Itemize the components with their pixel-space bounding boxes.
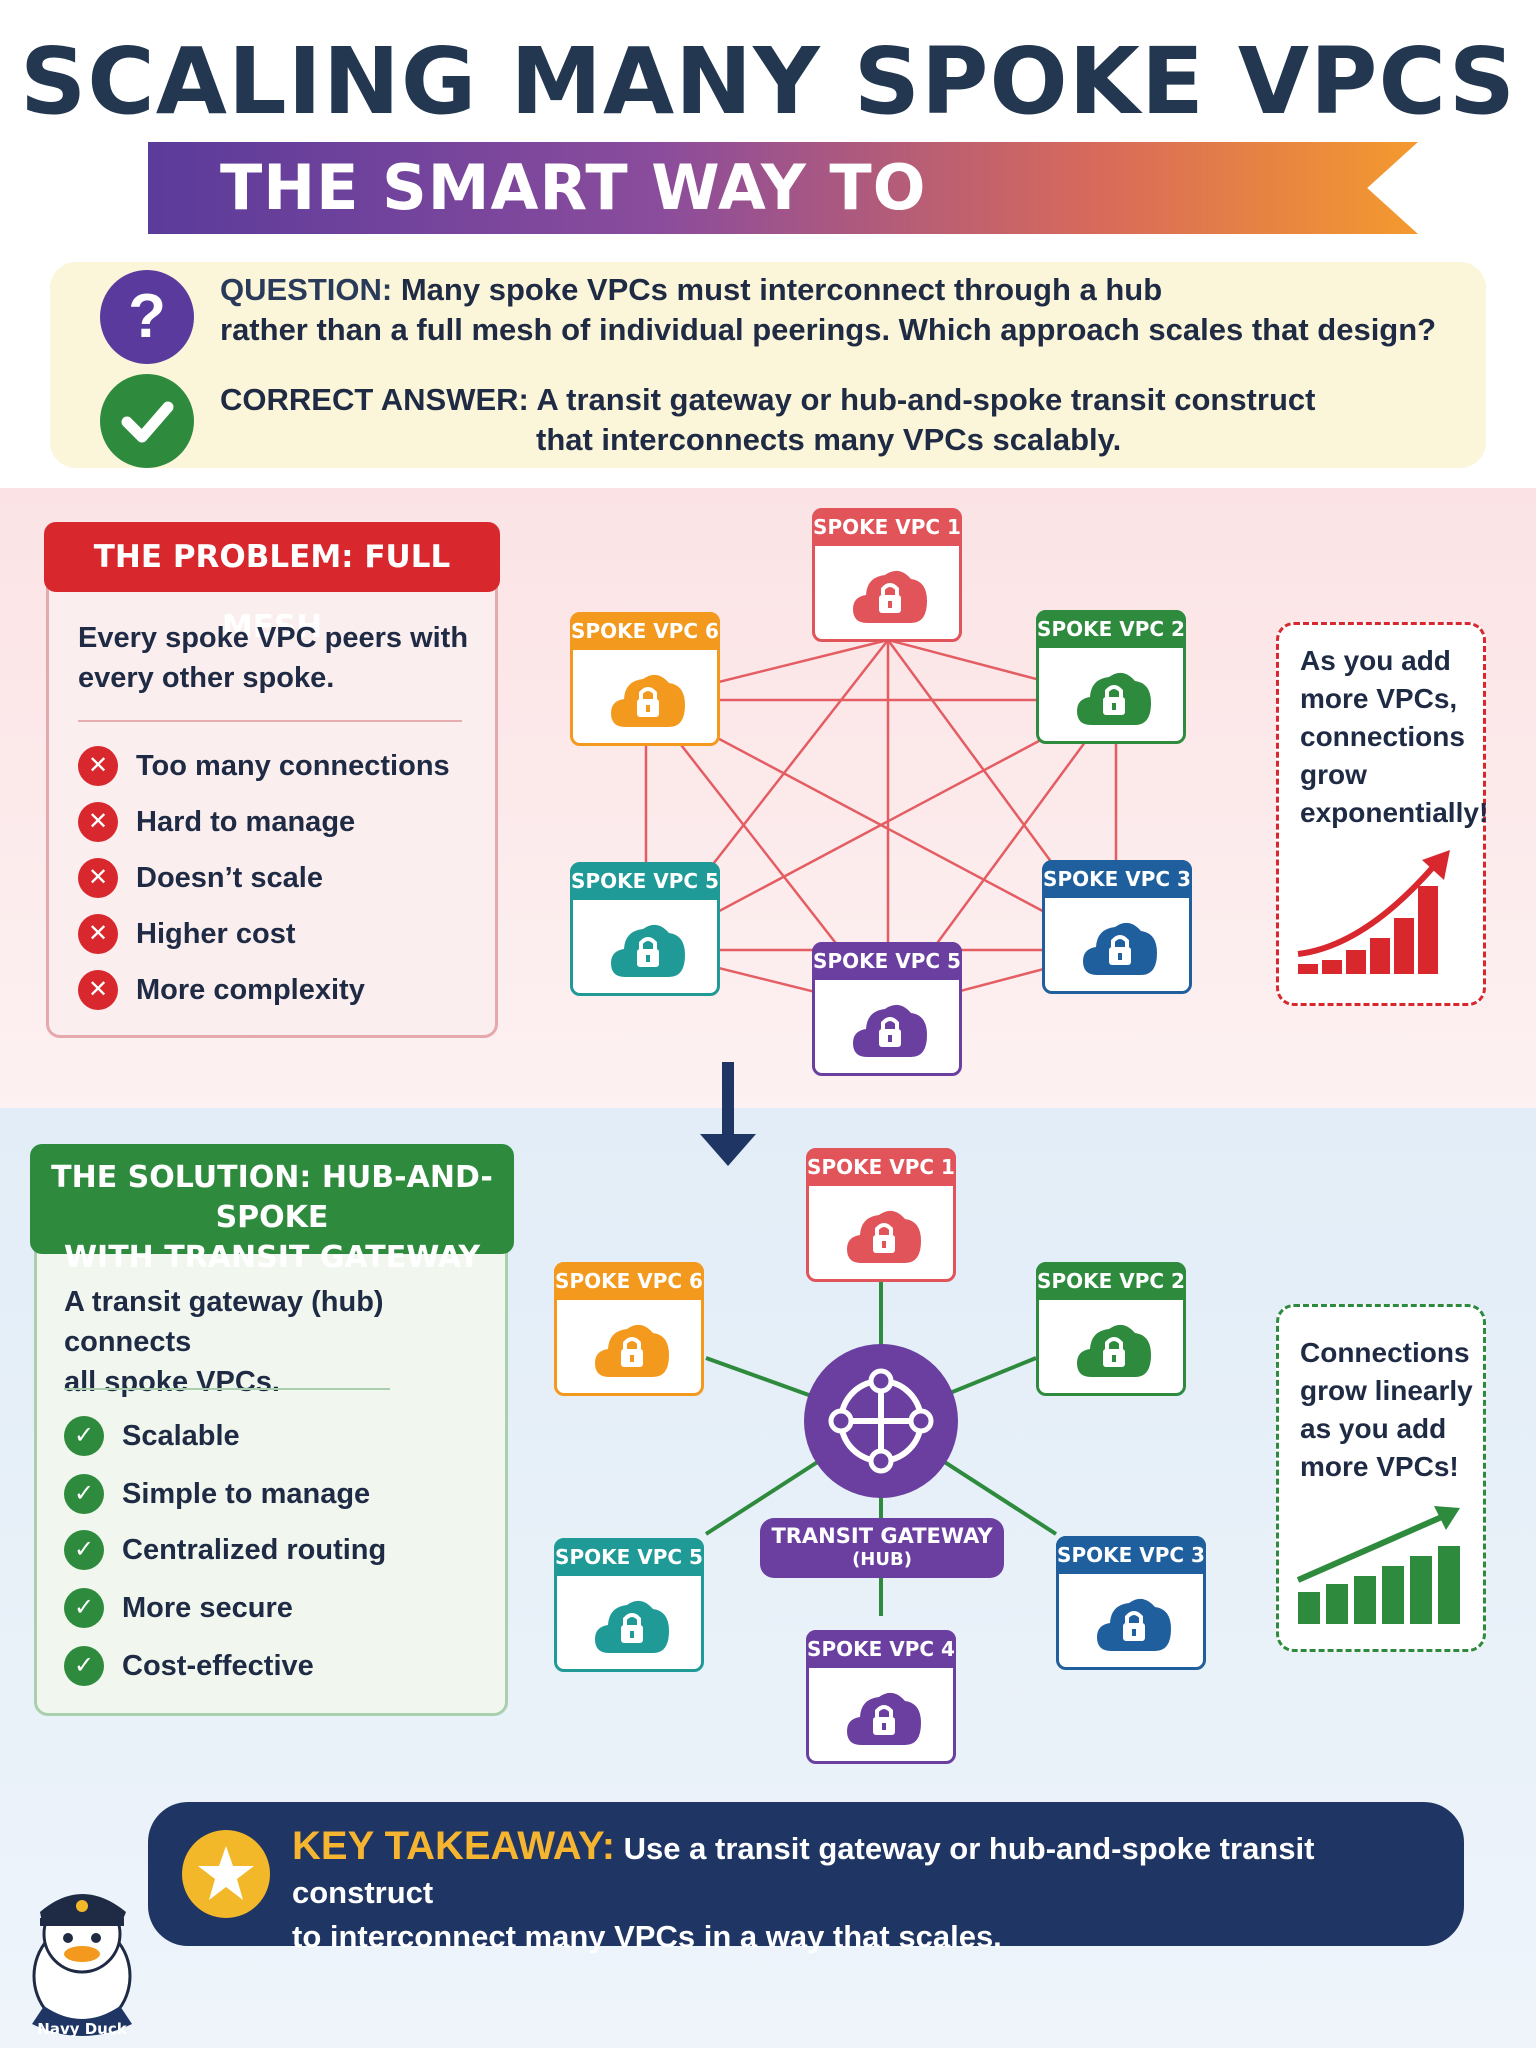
- checkmark-icon: [100, 374, 194, 468]
- solution-item: ✓ Simple to manage: [64, 1474, 484, 1514]
- cloud-lock-icon: [595, 1600, 669, 1653]
- key-takeaway-banner: [148, 1802, 1464, 1946]
- spoke-vpc-4-box: SPOKE VPC 4: [806, 1630, 956, 1764]
- cloud-lock-icon: [1077, 1324, 1151, 1377]
- linear-growth-chart-icon: [1296, 1506, 1460, 1624]
- solution-item: ✓ Scalable: [64, 1416, 484, 1456]
- problem-divider: [78, 720, 462, 722]
- transit-gateway-hub: [804, 1344, 958, 1498]
- cloud-lock-icon: [611, 924, 685, 977]
- spoke-vpc-5-box: SPOKE VPC 5: [570, 862, 720, 996]
- mascot-caption: Navy Duck: [37, 2020, 127, 2038]
- exponential-note-text: As you add more VPCs, connections grow e…: [1300, 645, 1489, 828]
- hub-label-line-2: (HUB): [852, 1549, 912, 1570]
- spoke-vpc-5-box: SPOKE VPC 5: [554, 1538, 704, 1672]
- cloud-lock-icon: [1077, 672, 1151, 725]
- hub-label-line-1: TRANSIT GATEWAY: [771, 1524, 993, 1548]
- problem-intro: Every spoke VPC peers with every other s…: [78, 618, 478, 698]
- page-title: SCALING MANY SPOKE VPCS: [20, 28, 1516, 135]
- problem-intro-line-2: every other spoke.: [78, 662, 335, 694]
- cloud-lock-icon: [1083, 922, 1157, 975]
- problem-item: ✕ Hard to manage: [78, 802, 478, 842]
- question-mark-icon: ?: [100, 270, 194, 364]
- key-takeaway-label: KEY TAKEAWAY:: [292, 1824, 616, 1868]
- spoke-vpc-2-box: SPOKE VPC 2: [1036, 610, 1186, 744]
- solution-item: ✓ More secure: [64, 1588, 484, 1628]
- check-icon: ✓: [64, 1474, 104, 1514]
- spoke-vpc-6-box: SPOKE VPC 6: [570, 612, 720, 746]
- exponential-growth-chart-icon: [1297, 850, 1450, 974]
- question-text: QUESTION: Many spoke VPCs must interconn…: [220, 270, 1460, 350]
- key-takeaway-line-1: Use a transit gateway or hub-and-spoke t…: [292, 1831, 1315, 1910]
- spoke-vpc-6-box: SPOKE VPC 6: [554, 1262, 704, 1396]
- network-hub-icon: [828, 1368, 934, 1474]
- check-icon: ✓: [64, 1588, 104, 1628]
- navy-duck-mascot-logo: Navy Duck: [32, 1894, 132, 2038]
- check-icon: ✓: [64, 1416, 104, 1456]
- cloud-lock-icon: [847, 1692, 921, 1745]
- question-label: QUESTION:: [220, 272, 393, 307]
- problem-item: ✕ More complexity: [78, 970, 478, 1010]
- solution-tag-line-1: THE SOLUTION: HUB-AND-SPOKE: [51, 1160, 493, 1235]
- solution-item: ✓ Centralized routing: [64, 1530, 484, 1570]
- cloud-lock-icon: [611, 674, 685, 727]
- spoke-vpc-2-box: SPOKE VPC 2: [1036, 1262, 1186, 1396]
- linear-note-text: Connections grow linearly as you add mor…: [1300, 1337, 1473, 1482]
- x-icon: ✕: [78, 858, 118, 898]
- spoke-vpc-bottom-box: SPOKE VPC 5: [812, 942, 962, 1076]
- solution-intro: A transit gateway (hub) connects all spo…: [64, 1282, 494, 1402]
- star-icon: [182, 1830, 270, 1918]
- x-icon: ✕: [78, 970, 118, 1010]
- solution-tag: THE SOLUTION: HUB-AND-SPOKE WITH TRANSIT…: [30, 1144, 514, 1275]
- cloud-lock-icon: [853, 570, 927, 623]
- transit-gateway-label: TRANSIT GATEWAY (HUB): [760, 1518, 1004, 1578]
- cloud-lock-icon: [847, 1210, 921, 1263]
- subtitle-ribbon: [148, 142, 1418, 234]
- x-icon: ✕: [78, 914, 118, 954]
- key-takeaway-line-2: to interconnect many VPCs in a way that …: [292, 1919, 1002, 1954]
- problem-item: ✕ Doesn’t scale: [78, 858, 478, 898]
- solution-item: ✓ Cost-effective: [64, 1646, 484, 1686]
- x-icon: ✕: [78, 802, 118, 842]
- answer-label: CORRECT ANSWER:: [220, 382, 529, 417]
- problem-panel: [46, 522, 498, 1038]
- cloud-lock-icon: [1097, 1598, 1171, 1651]
- spoke-vpc-1-box: SPOKE VPC 1: [812, 508, 962, 642]
- question-line-2: rather than a full mesh of individual pe…: [220, 312, 1437, 347]
- problem-intro-line-1: Every spoke VPC peers with: [78, 622, 469, 654]
- answer-line-1: A transit gateway or hub-and-spoke trans…: [536, 382, 1316, 417]
- spoke-vpc-3-box: SPOKE VPC 3: [1056, 1536, 1206, 1670]
- question-line-1: Many spoke VPCs must interconnect throug…: [400, 272, 1163, 307]
- question-answer-box: [50, 262, 1486, 468]
- check-icon: ✓: [64, 1646, 104, 1686]
- spoke-vpc-1-box: SPOKE VPC 1: [806, 1148, 956, 1282]
- x-icon: ✕: [78, 746, 118, 786]
- solution-intro-line-2: all spoke VPCs.: [64, 1366, 280, 1398]
- problem-item: ✕ Too many connections: [78, 746, 478, 786]
- problem-item: ✕ Higher cost: [78, 914, 478, 954]
- answer-line-2: that interconnects many VPCs scalably.: [536, 422, 1122, 457]
- cloud-lock-icon: [595, 1324, 669, 1377]
- down-arrow-icon: [700, 1062, 756, 1166]
- key-takeaway-text: KEY TAKEAWAY: Use a transit gateway or h…: [292, 1824, 1452, 1959]
- solution-intro-line-1: A transit gateway (hub) connects: [64, 1286, 384, 1358]
- cloud-lock-icon: [853, 1004, 927, 1057]
- answer-text: CORRECT ANSWER: A transit gateway or hub…: [220, 380, 1470, 460]
- solution-divider: [64, 1388, 390, 1390]
- solution-tag-line-2: WITH TRANSIT GATEWAY: [63, 1240, 481, 1275]
- problem-tag: THE PROBLEM: FULL MESH: [44, 522, 500, 645]
- spoke-vpc-3-box: SPOKE VPC 3: [1042, 860, 1192, 994]
- check-icon: ✓: [64, 1530, 104, 1570]
